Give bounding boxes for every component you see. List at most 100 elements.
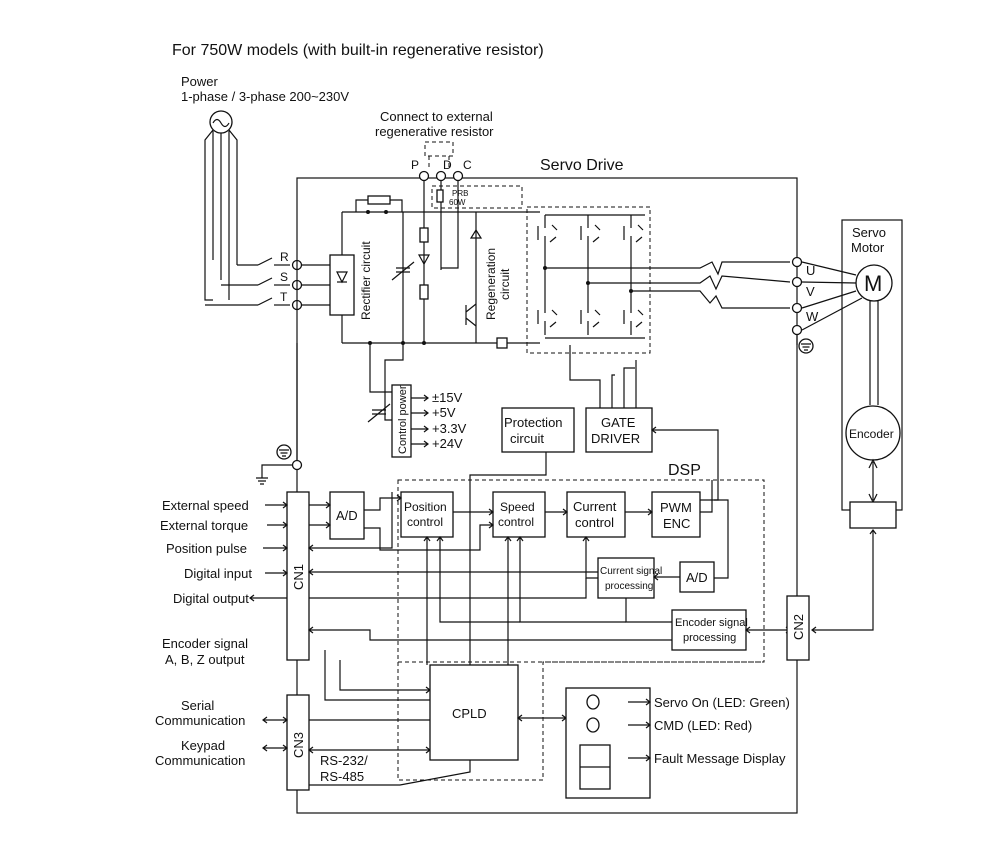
terminal-c-icon (452, 170, 464, 182)
rectifier-label: Rectifier circuit (359, 241, 373, 320)
control-power-out-4: +24V (432, 436, 463, 451)
cn2-connector[interactable] (786, 595, 810, 661)
speed-line1: Speed (500, 500, 535, 514)
gate-driver-line1: GATE (601, 415, 636, 430)
motor-symbol: M (864, 271, 882, 296)
prb-label: PRB (452, 189, 468, 198)
fault-display-label: Fault Message Display (654, 751, 786, 766)
servo-motor-box (841, 219, 903, 511)
cn1-signal-1: External torque (160, 518, 248, 533)
terminal-t-label: T (280, 290, 288, 304)
ext-resistor-line2: regenerative resistor (375, 124, 494, 139)
control-power-block (391, 384, 412, 458)
terminal-pe-icon (791, 324, 803, 336)
position-line2: control (407, 515, 443, 529)
terminal-w-label: W (806, 309, 819, 324)
cn2-label: CN2 (791, 614, 806, 640)
gate-driver-line2: DRIVER (591, 431, 640, 446)
encoder-output-line1: Encoder signal (162, 636, 248, 651)
current-signal-line2: processing (605, 581, 653, 592)
rs-line2: RS-485 (320, 769, 364, 784)
serial-line1: Serial (181, 698, 214, 713)
cn1-signal-2: Position pulse (166, 541, 247, 556)
encoder-label: Encoder (849, 427, 894, 441)
keypad-line1: Keypad (181, 738, 225, 753)
motor-ground-icon (798, 338, 814, 354)
ad2-label: A/D (686, 570, 708, 585)
encoder-signal-line2: processing (683, 632, 736, 644)
terminal-s-label: S (280, 270, 288, 284)
servo-drive-label: Servo Drive (540, 157, 624, 174)
terminal-c-label: C (463, 158, 472, 172)
rectifier-block (329, 254, 355, 316)
terminal-p-label: P (411, 158, 419, 172)
diagram-heading: For 750W models (with built-in regenerat… (172, 42, 544, 59)
terminal-v-label: V (806, 284, 815, 299)
terminal-u-icon (791, 256, 803, 268)
encoder-signal-block (671, 609, 747, 651)
motor-title-2: Motor (851, 240, 885, 255)
ext-resistor-line1: Connect to external (380, 109, 493, 124)
cn1-connector[interactable] (286, 491, 310, 661)
current-control-block (566, 491, 626, 538)
cn1-signal-0: External speed (162, 498, 249, 513)
serial-line2: Communication (155, 713, 245, 728)
terminal-w-icon (791, 302, 803, 314)
ad-converter-1 (329, 491, 365, 540)
dsp-label: DSP (668, 462, 701, 479)
pwm-enc-block (651, 491, 701, 538)
dsp-region (397, 479, 765, 663)
cn3-label: CN3 (291, 732, 306, 758)
inverter-bridge (526, 206, 651, 354)
pwm-line2: ENC (663, 516, 690, 531)
rs-line1: RS-232/ (320, 753, 368, 768)
current-line1: Current (573, 499, 617, 514)
terminal-r-label: R (280, 250, 289, 264)
protection-circuit-block (501, 407, 575, 453)
terminal-d-icon (435, 170, 447, 182)
regeneration-label-2: circuit (498, 268, 512, 300)
power-title: Power (181, 74, 219, 89)
power-spec: 1-phase / 3-phase 200~230V (181, 89, 349, 104)
speed-line2: control (498, 515, 534, 529)
terminal-u-label: U (806, 263, 815, 278)
terminal-p-icon (418, 170, 430, 182)
terminal-d-label: D (443, 158, 452, 172)
gate-driver-block (585, 407, 653, 453)
external-resistor-placeholder (424, 141, 454, 157)
cn3-connector[interactable] (286, 694, 310, 791)
terminal-v-icon (791, 276, 803, 288)
cmd-label: CMD (LED: Red) (654, 718, 752, 733)
servo-on-label: Servo On (LED: Green) (654, 695, 790, 710)
cpld-label: CPLD (452, 706, 487, 721)
control-power-out-3: +3.3V (432, 421, 467, 436)
cn1-signal-3: Digital input (184, 566, 252, 581)
chassis-ground-icon (276, 444, 292, 460)
keypad-line2: Communication (155, 753, 245, 768)
position-line1: Position (404, 500, 447, 514)
ac-source-icon (209, 110, 233, 134)
cn1-label: CN1 (291, 564, 306, 590)
current-signal-block (597, 557, 655, 599)
protection-line1: Protection (504, 415, 563, 430)
prb-box (431, 185, 523, 209)
pwm-line1: PWM (660, 500, 692, 515)
inrush-resistor (367, 195, 391, 205)
servo-on-led-icon (586, 694, 600, 710)
current-signal-line1: Current signal (600, 566, 662, 577)
motor-title-1: Servo (852, 225, 886, 240)
control-power-out-1: ±15V (432, 390, 463, 405)
encoder-signal-line1: Encoder signal (675, 617, 748, 629)
cpld-block (429, 664, 519, 761)
current-line2: control (575, 515, 614, 530)
encoder-output-line2: A, B, Z output (165, 652, 245, 667)
protection-line2: circuit (510, 431, 544, 446)
control-power-out-2: +5V (432, 405, 456, 420)
cmd-led-icon (586, 717, 600, 733)
regeneration-label-1: Regeneration (484, 248, 498, 320)
ad1-label: A/D (336, 508, 358, 523)
encoder-connector (849, 501, 897, 529)
speed-control-block (492, 491, 546, 538)
